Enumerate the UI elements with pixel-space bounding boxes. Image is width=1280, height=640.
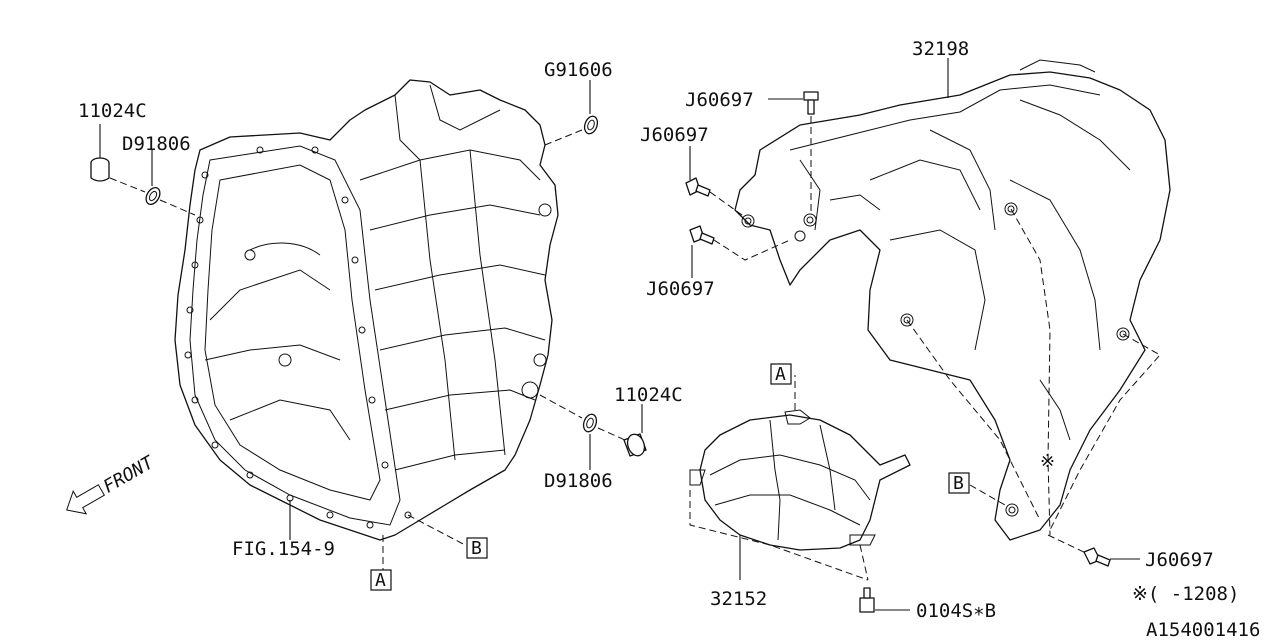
- label-j60697-b: J60697: [640, 124, 709, 146]
- bolt-j60697-right: [1083, 547, 1111, 567]
- marker-b-right: B: [948, 472, 970, 494]
- label-j60697-a: J60697: [685, 89, 754, 111]
- plug-11024c-top: [90, 157, 110, 182]
- label-fig-154-9: FIG.154-9: [232, 538, 335, 560]
- bolt-0104s-b: [859, 587, 875, 613]
- label-11024c-top: 11024C: [78, 100, 147, 122]
- marker-a-bottom: A: [370, 569, 392, 591]
- label-j60697-c: J60697: [646, 278, 715, 300]
- marker-b-left: B: [466, 537, 488, 559]
- svg-text:B: B: [471, 538, 482, 559]
- svg-text:A: A: [775, 364, 786, 385]
- front-label: FRONT: [100, 452, 158, 498]
- heat-shield-32198: [734, 59, 1171, 541]
- label-d91806-bottom: D91806: [544, 470, 613, 492]
- label-g91606: G91606: [544, 59, 613, 81]
- label-32152: 32152: [710, 588, 767, 610]
- bolt-j60697-low: [689, 225, 715, 245]
- washer-d91806-top: [145, 186, 161, 206]
- note-range: ※( -1208): [1132, 583, 1239, 605]
- diagram-code: A154001416: [1146, 619, 1260, 640]
- washer-g91606: [583, 115, 599, 135]
- asterisk-marker: ※: [1040, 451, 1055, 472]
- bolt-j60697-top: [803, 91, 819, 115]
- svg-text:B: B: [953, 473, 964, 494]
- front-arrow-icon: FRONT: [66, 452, 158, 515]
- label-11024c-bottom: 11024C: [614, 384, 683, 406]
- marker-a-top: A: [770, 363, 792, 385]
- label-j60697-d: J60697: [1145, 549, 1214, 571]
- plug-11024c-bottom: [623, 433, 647, 457]
- label-0104s-b: 0104S∗B: [916, 600, 996, 622]
- label-32198: 32198: [912, 38, 969, 60]
- washer-d91806-bottom: [582, 413, 598, 433]
- bolt-j60697-mid: [685, 177, 711, 197]
- under-cover-32152: [689, 409, 911, 551]
- svg-text:A: A: [375, 570, 386, 591]
- transmission-case: [174, 79, 559, 541]
- label-d91806-top: D91806: [122, 133, 191, 155]
